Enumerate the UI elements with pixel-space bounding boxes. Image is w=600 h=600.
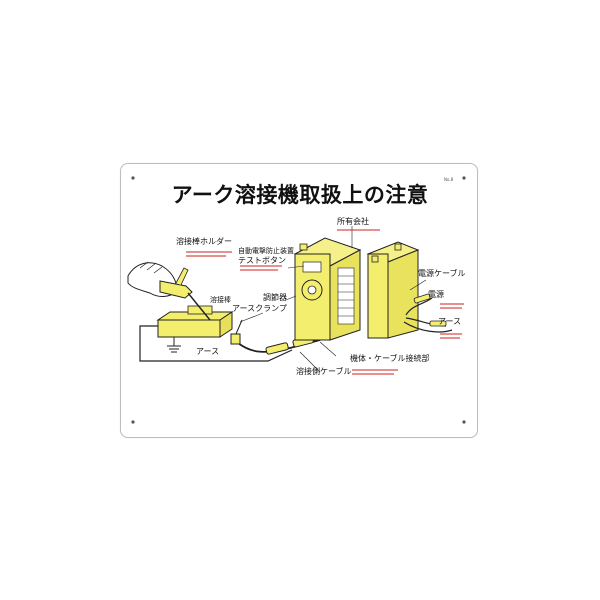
leader-lines [239,226,427,373]
label-power-cable: 電源ケーブル [418,269,466,278]
welding-machine-back [366,241,420,339]
ground-cable [139,325,293,362]
label-electrode: 溶接棒 [210,296,231,304]
caution-notes [186,229,464,375]
power-cable-connectors [413,293,447,327]
label-chassis-cable-joint: 機体・ケーブル接続部 [350,354,430,363]
label-ground-right: アース [438,317,462,326]
electrode-holder-shape [159,267,211,321]
sign-number: No.8 [444,177,454,182]
label-electrode-holder: 溶接棒ホルダー [176,237,232,246]
workpiece [156,305,234,338]
label-ground-left: アース [196,347,220,356]
label-auto-shock-device: 自動電撃防止装置 [238,247,294,255]
label-welding-cable: 溶接側ケーブル [296,367,352,376]
mounting-holes [131,176,466,424]
ground-symbol [167,337,181,353]
sign-title: アーク溶接機取扱上の注意 [171,183,429,207]
label-owner-company: 所有会社 [337,217,369,226]
welding-cable-line [237,339,321,353]
welding-machine-front [293,237,362,341]
label-test-button: テストボタン [238,256,286,265]
ground-clamp-shape [230,319,243,345]
label-regulator: 調節器 [263,293,287,302]
label-power-source: 電源 [428,290,444,299]
label-ground-clamp: アースクランプ [232,304,287,313]
